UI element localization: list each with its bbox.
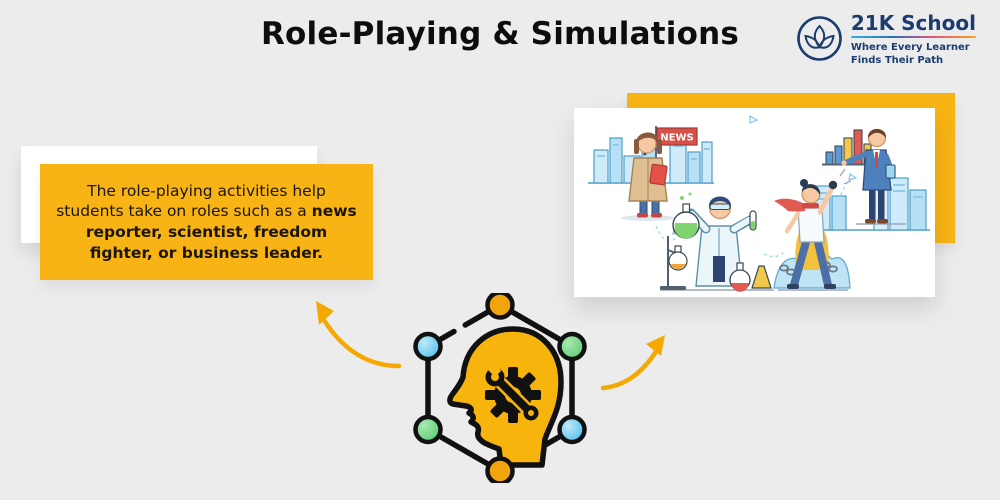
- brand-logo: 21K School Where Every Learner Finds The…: [796, 13, 976, 67]
- lab-stand: [660, 236, 688, 290]
- flasks: [729, 262, 772, 292]
- news-flag-label: NEWS: [660, 133, 693, 144]
- callout-text: The role-playing activities help student…: [56, 181, 357, 262]
- node-top: [485, 290, 515, 320]
- brand-tagline-line2: Finds Their Path: [850, 55, 944, 66]
- node-lower-right: [557, 414, 587, 445]
- node-bottom: [485, 456, 515, 486]
- node-upper-left: [413, 331, 443, 362]
- figure-business-leader: business leader: [813, 128, 930, 231]
- arrow-to-callout-icon: [300, 296, 405, 376]
- node-upper-right: [557, 331, 587, 362]
- arrow-to-illustration-icon: [597, 326, 677, 392]
- gear-wrench-icon: [485, 362, 541, 423]
- brand-text: 21K School Where Every Learner Finds The…: [850, 11, 976, 67]
- figure-news-reporter: news reporter: [588, 126, 714, 221]
- green-flask: [672, 192, 700, 239]
- roles-illustration: news reporter: [574, 108, 935, 297]
- node-lower-left: [413, 414, 443, 445]
- brand-name: 21K School: [850, 11, 976, 35]
- head-gear-hexagon-icon: [405, 290, 595, 486]
- figure-scientist: scientist: [660, 192, 774, 292]
- brand-tagline-line1: Where Every Learner: [850, 42, 970, 53]
- test-tube: [749, 210, 757, 231]
- brand-gradient-divider: [850, 36, 976, 38]
- figure-freedom-fighter: freedom fighter: [773, 168, 852, 291]
- page-title: Role-Playing & Simulations: [260, 16, 740, 52]
- role-playing-callout: The role-playing activities help student…: [40, 164, 373, 280]
- lotus-logo-icon: [796, 15, 843, 66]
- head-with-gear: [447, 326, 564, 468]
